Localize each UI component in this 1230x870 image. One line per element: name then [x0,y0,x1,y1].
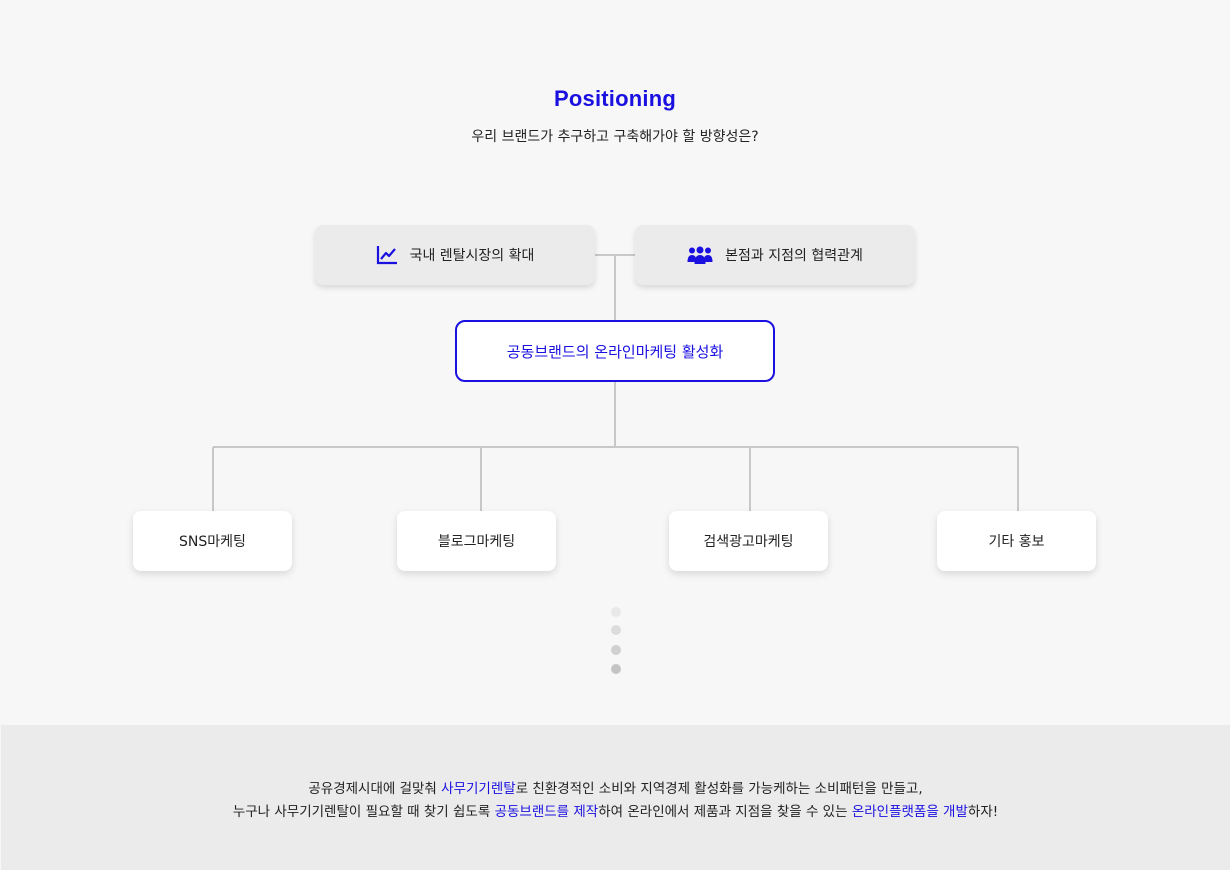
scroll-dot [611,625,621,635]
tactic-label: 검색광고마케팅 [703,534,794,550]
summary-line-2: 누구나 사무기기렌탈이 필요할 때 찾기 쉽도록 공동브랜드를 제작하여 온라인… [1,800,1230,820]
scroll-dot [611,607,621,617]
summary-text: 로 친환경적인 소비와 지역경제 활성화를 가능케하는 소비패턴을 만들고, [515,781,923,797]
tactic-box-sns: SNS마케팅 [133,511,292,571]
goal-box-cooperation: 본점과 지점의 협력관계 [635,225,915,285]
core-strategy-label: 공동브랜드의 온라인마케팅 활성화 [506,342,724,361]
summary-highlight: 공동브랜드를 제작 [494,804,599,820]
summary-highlight: 사무기기렌탈 [441,781,516,797]
summary-text: 하자! [967,804,999,820]
core-strategy-box: 공동브랜드의 온라인마케팅 활성화 [455,320,775,382]
tactic-box-blog: 블로그마케팅 [397,511,556,571]
line-chart-icon [376,245,398,265]
tactic-label: 기타 홍보 [988,534,1045,550]
users-group-icon [687,246,713,264]
goal-box-label: 국내 렌탈시장의 확대 [409,248,535,264]
tactic-label: 블로그마케팅 [437,534,516,550]
scroll-dot [611,664,621,674]
page-title: Positioning [554,86,676,111]
tactic-box-search-ads: 검색광고마케팅 [669,511,828,571]
summary-highlight: 온라인플랫폼을 개발 [851,804,968,820]
goal-box-label: 본점과 지점의 협력관계 [725,248,863,264]
summary-text: 공유경제시대에 걸맞춰 [308,781,442,797]
tactic-box-other: 기타 홍보 [937,511,1096,571]
summary-line-1: 공유경제시대에 걸맞춰 사무기기렌탈로 친환경적인 소비와 지역경제 활성화를 … [1,777,1230,797]
goal-box-market-expansion: 국내 렌탈시장의 확대 [315,225,595,285]
summary-footer: 공유경제시대에 걸맞춰 사무기기렌탈로 친환경적인 소비와 지역경제 활성화를 … [1,725,1230,870]
page-subtitle: 우리 브랜드가 추구하고 구축해가야 할 방향성은? [471,129,759,145]
scroll-dot [611,645,621,655]
summary-text: 하여 온라인에서 제품과 지점을 찾을 수 있는 [598,804,852,820]
tactic-label: SNS마케팅 [179,534,246,550]
summary-text: 누구나 사무기기렌탈이 필요할 때 찾기 쉽도록 [232,804,495,820]
